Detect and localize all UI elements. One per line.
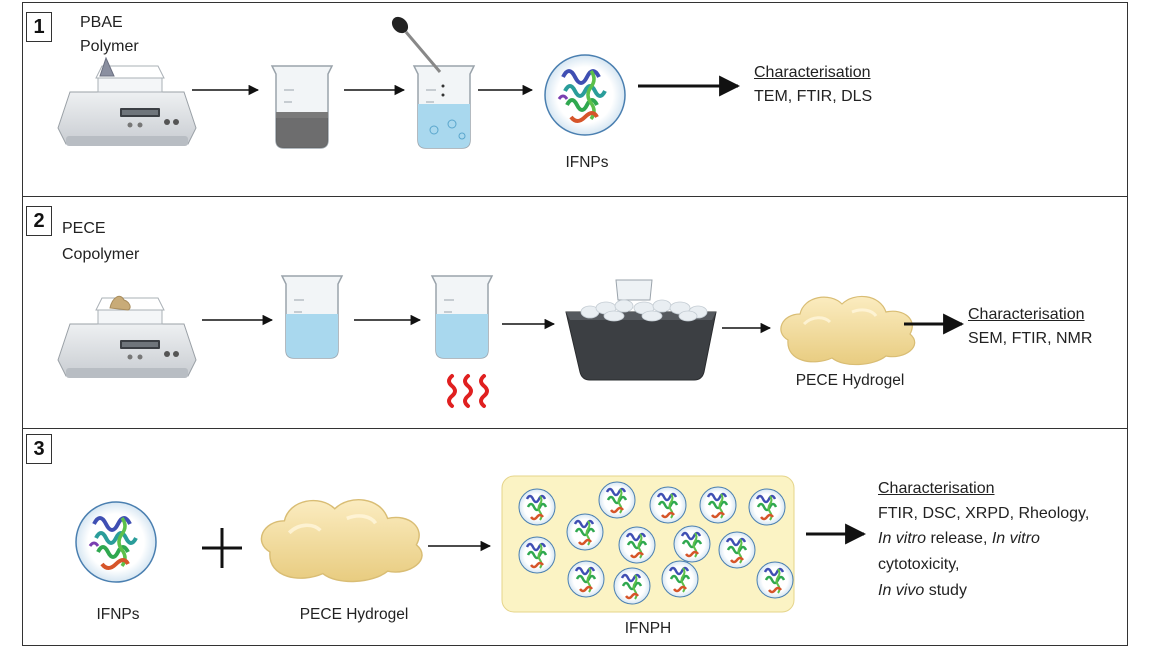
beaker-icon [413,65,475,149]
nanoparticle-icon [74,500,158,584]
polymer-label: PECE [62,220,106,237]
beaker-icon [281,275,343,359]
dropper-icon [391,16,442,73]
characterisation-title: Characterisation [878,480,995,497]
characterisation-title: Characterisation [968,306,1085,323]
polymer-label: Polymer [80,38,139,55]
beaker-icon [431,275,493,359]
nanoparticle-icon [543,53,627,137]
plus-icon [202,528,242,568]
polymer-label: Copolymer [62,246,140,263]
input-b-label: PECE Hydrogel [299,606,409,623]
hydrogel-icon [779,294,917,367]
input-a-label: IFNPs [96,606,140,623]
section-divider [22,428,1128,429]
section-divider [22,196,1128,197]
characterisation-methods-line: In vitro release, In vitro [878,530,1040,547]
characterisation-methods: TEM, FTIR, DLS [754,88,873,105]
balance-icon [57,65,197,147]
composite-hydrogel-icon [501,475,795,613]
figure-frame [22,2,1128,646]
polymer-powder [99,56,115,77]
characterisation-title: Characterisation [754,64,871,81]
product-label: IFNPs [565,154,609,171]
beaker-icon [271,65,333,149]
product-label: IFNPH [624,620,672,637]
heat-icon [447,374,489,408]
characterisation-methods: SEM, FTIR, NMR [968,330,1093,347]
product-label: PECE Hydrogel [795,372,905,389]
ice-bath-icon [565,279,717,381]
section-number: 3 [26,434,52,464]
characterisation-methods-line: FTIR, DSC, XRPD, Rheology, [878,505,1090,522]
characterisation-methods-line: cytotoxicity, [878,556,960,573]
copolymer-powder [109,295,131,311]
section-number: 2 [26,206,52,236]
hydrogel-icon [259,497,424,584]
characterisation-methods-line: In vivo study [878,582,967,599]
polymer-label: PBAE [80,14,123,31]
section-number: 1 [26,12,52,42]
